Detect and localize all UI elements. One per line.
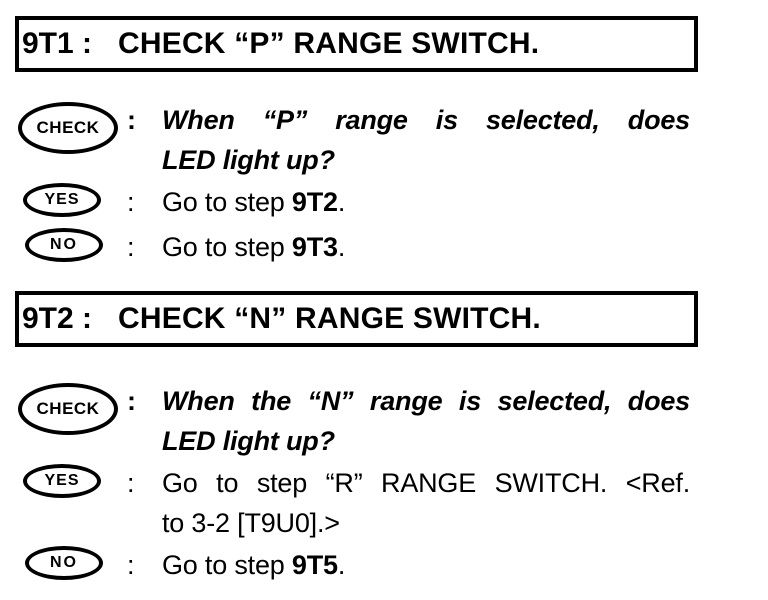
check-row: CHECK : When “P” range is selected, does… — [15, 100, 690, 180]
question-line: When “P” range is selected, does — [162, 105, 690, 135]
step-title: CHECK “P” RANGE SWITCH. — [118, 27, 540, 60]
colon: : — [127, 550, 135, 580]
yes-instruction: Go to step 9T2. — [162, 182, 690, 222]
instruction-text: Go to step — [162, 550, 292, 580]
colon: : — [127, 386, 136, 416]
check-row: CHECK : When the “N” range is selected, … — [15, 381, 690, 461]
colon: : — [127, 105, 136, 135]
no-instruction: Go to step 9T5. — [162, 545, 690, 585]
instruction-text: . — [337, 232, 346, 262]
colon: : — [127, 468, 135, 498]
no-row: NO : Go to step 9T5. — [15, 545, 690, 585]
question-line: LED light up? — [162, 426, 335, 456]
instruction-text: Go to step — [162, 187, 292, 217]
instruction-line: Go to step “R” RANGE SWITCH. <Ref. — [162, 468, 690, 498]
instruction-line: to 3-2 [T9U0].> — [162, 508, 340, 538]
no-badge-icon: NO — [25, 546, 103, 580]
no-badge-icon: NO — [25, 228, 103, 262]
check-question: When the “N” range is selected, does LED… — [162, 381, 690, 461]
no-instruction: Go to step 9T3. — [162, 227, 690, 267]
yes-badge-icon: YES — [23, 183, 101, 217]
step-title: CHECK “N” RANGE SWITCH. — [118, 302, 541, 335]
check-question: When “P” range is selected, does LED lig… — [162, 100, 690, 180]
step-header-box-9t1: 9T1 : CHECK “P” RANGE SWITCH. — [15, 16, 698, 72]
yes-instruction: Go to step “R” RANGE SWITCH. <Ref. to 3-… — [162, 463, 690, 543]
check-badge-icon: CHECK — [18, 102, 118, 154]
check-badge-icon: CHECK — [18, 383, 118, 435]
question-line: LED light up? — [162, 145, 335, 175]
step-ref: 9T3 — [291, 232, 338, 262]
step-id: 9T1 : — [22, 27, 93, 60]
manual-page: 9T1 : CHECK “P” RANGE SWITCH. CHECK : Wh… — [0, 16, 768, 585]
colon: : — [127, 187, 135, 217]
no-row: NO : Go to step 9T3. — [15, 227, 690, 267]
question-line: When the “N” range is selected, does — [162, 386, 690, 416]
yes-row: YES : Go to step “R” RANGE SWITCH. <Ref.… — [15, 463, 690, 543]
instruction-text: Go to step — [162, 232, 292, 262]
step-ref: 9T5 — [291, 550, 338, 580]
yes-row: YES : Go to step 9T2. — [15, 182, 690, 222]
yes-badge-icon: YES — [23, 464, 101, 498]
instruction-text: . — [337, 187, 346, 217]
step-id: 9T2 : — [22, 302, 93, 335]
colon: : — [127, 232, 135, 262]
instruction-text: . — [337, 550, 346, 580]
step-ref: 9T2 — [291, 187, 338, 217]
step-header-box-9t2: 9T2 : CHECK “N” RANGE SWITCH. — [15, 291, 698, 347]
